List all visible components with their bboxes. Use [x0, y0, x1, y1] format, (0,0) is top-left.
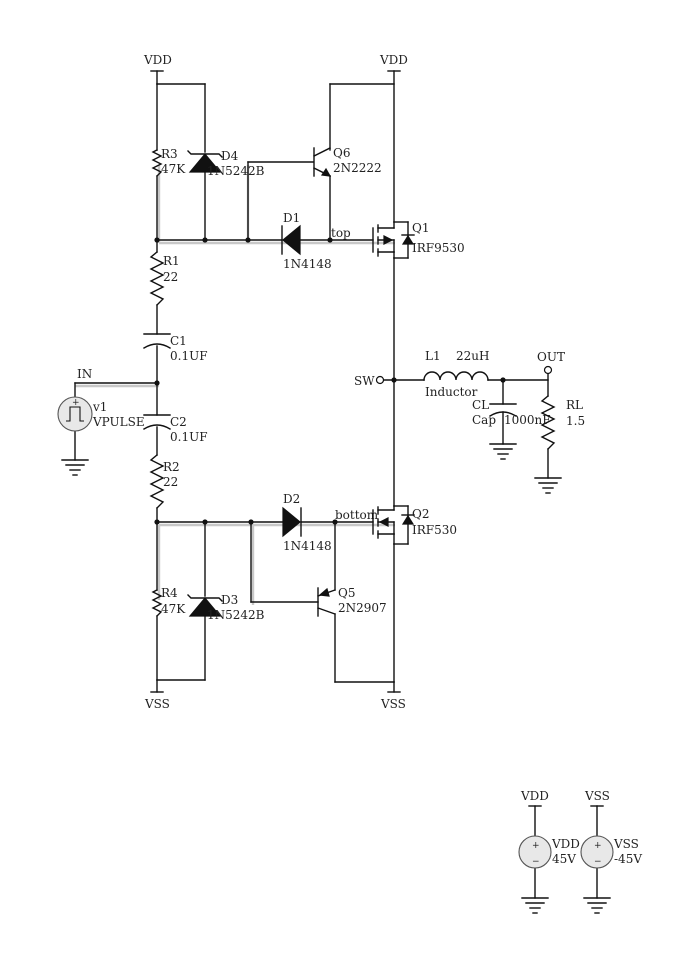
vdd-left-flag: VDD	[143, 53, 172, 72]
cl-value: 1000nF	[504, 413, 551, 427]
d1-value: 1N4148	[283, 257, 332, 271]
c1-ref: C1	[170, 334, 187, 348]
rl-value: 1.5	[566, 414, 585, 428]
cl-type: Cap	[472, 413, 496, 427]
diode-d2: D2 1N4148	[282, 492, 332, 553]
r2-ref: R2	[163, 460, 180, 474]
d3-ref: D3	[221, 593, 238, 607]
resistor-r1: R1 22	[149, 251, 180, 306]
r2-value: 22	[163, 475, 178, 489]
vss-source-ref: VSS	[613, 837, 639, 851]
ground-symbol-vdd-source	[521, 897, 549, 914]
ground-symbol-rl	[534, 477, 562, 494]
diode-d1: D1 1N4148	[281, 211, 332, 271]
sw-node: SW	[354, 374, 385, 388]
resistor-r2: R2 22	[149, 454, 180, 509]
l1-ref: L1	[425, 349, 441, 363]
zener-diode-d4: D4 1N5242B	[187, 149, 265, 178]
c1-value: 0.1UF	[170, 349, 208, 363]
r3-value: 47K	[161, 162, 186, 176]
zener-diode-d3: D3 1N5242B	[187, 593, 265, 622]
q1-ref: Q1	[412, 221, 429, 235]
d2-value: 1N4148	[283, 539, 332, 553]
resistor-r4: R4 47K	[151, 586, 186, 617]
cl-ref: CL	[472, 398, 489, 412]
v1-plus-sign: +	[72, 398, 80, 408]
v1-ref: v1	[92, 400, 107, 414]
transistor-q5: Q5 2N2907	[317, 586, 387, 617]
r3-ref: R3	[161, 147, 178, 161]
d4-value: 1N5242B	[207, 164, 265, 178]
mosfet-q2: Q2 IRF530	[372, 505, 457, 545]
capacitor-c1: C1 0.1UF	[143, 333, 208, 363]
l1-value: 22uH	[456, 349, 489, 363]
q2-ref: Q2	[412, 507, 429, 521]
r4-value: 47K	[161, 602, 186, 616]
vss-left-flag: VSS	[144, 691, 170, 711]
dc-source-vss: + − VSS -45V	[580, 835, 642, 869]
vdd-source-minus: −	[532, 857, 540, 867]
vdd-right-label: VDD	[379, 53, 408, 67]
q2-value: IRF530	[412, 523, 457, 537]
vss-left-label: VSS	[144, 697, 170, 711]
d4-ref: D4	[221, 149, 239, 163]
vss-right-label: VSS	[380, 697, 406, 711]
r4-ref: R4	[161, 586, 178, 600]
out-net-label: OUT	[537, 350, 565, 364]
c2-ref: C2	[170, 415, 187, 429]
resistor-rl: RL 1.5	[540, 395, 585, 450]
vdd-source-value: 45V	[552, 852, 576, 866]
vdd-source-ref: VDD	[551, 837, 580, 851]
vdd-left-label: VDD	[143, 53, 172, 67]
d3-value: 1N5242B	[207, 608, 265, 622]
junctions	[154, 237, 506, 525]
vss-source-minus: −	[594, 857, 602, 867]
r1-ref: R1	[163, 254, 180, 268]
in-net-label: IN	[77, 367, 92, 381]
wires	[74, 70, 598, 899]
pulse-source-v1: + v1 VPULSE	[57, 396, 145, 432]
ground-symbol-cl	[489, 443, 517, 460]
c2-value: 0.1UF	[170, 430, 208, 444]
vss-source-plus: +	[594, 841, 602, 851]
vss-source-flag: VSS	[584, 789, 610, 807]
d2-ref: D2	[283, 492, 300, 506]
d1-ref: D1	[283, 211, 300, 225]
capacitor-c2: C2 0.1UF	[143, 414, 208, 444]
q1-value: IRF9530	[412, 241, 465, 255]
vdd-right-flag: VDD	[379, 53, 408, 72]
bottom-net-label: bottom	[335, 508, 379, 522]
dc-source-vdd: + − VDD 45V	[518, 835, 580, 869]
vdd-source-plus: +	[532, 841, 540, 851]
rl-ref: RL	[566, 398, 583, 412]
resistor-r3: R3 47K	[151, 147, 186, 177]
vdd-source-flag: VDD	[520, 789, 549, 807]
inductor-l1: L1 22uH Inductor	[423, 349, 489, 399]
vss-source-value: -45V	[614, 852, 642, 866]
v1-value: VPULSE	[92, 415, 145, 429]
r1-value: 22	[163, 270, 178, 284]
vss-right-flag: VSS	[380, 691, 406, 711]
q5-value: 2N2907	[338, 601, 387, 615]
out-node: OUT	[537, 350, 565, 375]
mosfet-q1: Q1 IRF9530	[372, 221, 465, 259]
vss-source-net-label: VSS	[584, 789, 610, 803]
l1-type: Inductor	[425, 385, 478, 399]
q5-ref: Q5	[338, 586, 355, 600]
capacitor-cl: CL Cap 1000nF	[472, 398, 551, 427]
top-net-label: top	[331, 226, 351, 240]
ground-symbol-v1	[61, 459, 89, 476]
vdd-source-net-label: VDD	[520, 789, 549, 803]
q6-value: 2N2222	[333, 161, 382, 175]
q6-ref: Q6	[333, 146, 350, 160]
sw-net-label: SW	[354, 374, 375, 388]
ground-symbol-vss-source	[583, 897, 611, 914]
transistor-q6: Q6 2N2222	[313, 146, 382, 177]
